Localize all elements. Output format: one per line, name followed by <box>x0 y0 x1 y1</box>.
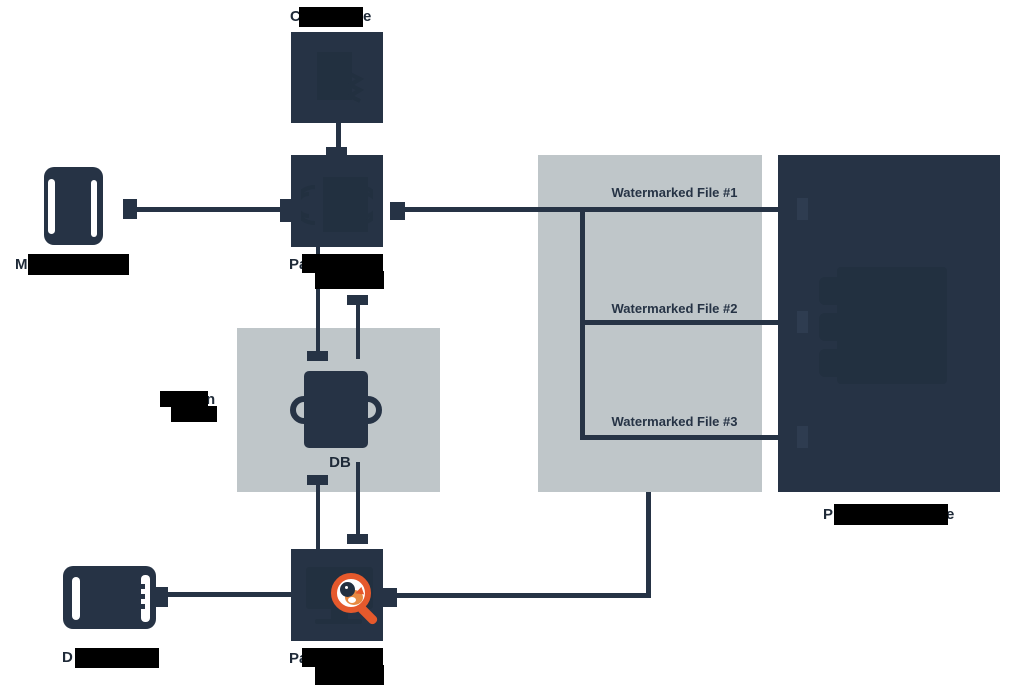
connector-line <box>137 207 281 212</box>
watermarked-file-1-line <box>405 207 797 212</box>
watermarked-file-2-line <box>580 320 797 325</box>
capture-device-label-prefix: D <box>62 649 73 666</box>
connector-cap <box>797 426 808 448</box>
connector-stub <box>155 587 168 607</box>
sound-wave-right-icon <box>358 185 373 225</box>
sound-wave-left-icon <box>301 185 316 225</box>
session-label-suffix: n <box>206 391 216 408</box>
device-vent-tick <box>138 584 145 589</box>
packaged-storage-label-suffix: e <box>946 506 955 523</box>
detector-label-redaction-2 <box>315 665 384 685</box>
device-screen-line <box>48 179 55 234</box>
connector-line <box>168 592 291 597</box>
device-vent-tick <box>138 594 145 599</box>
session-label-redaction-1 <box>160 391 208 407</box>
connector-cap-up <box>347 295 368 305</box>
connector-line <box>356 305 360 359</box>
content-storage-label-suffix: e <box>363 8 372 25</box>
connector-stub <box>390 202 405 220</box>
device-vent-tick <box>138 604 145 609</box>
connector-cap <box>797 198 808 220</box>
mobile-device-label-redaction <box>28 254 129 275</box>
bird-eye <box>345 586 348 589</box>
detection-vertical-line <box>646 492 651 598</box>
connector-tab <box>326 147 347 155</box>
connector-cap-up <box>307 475 328 485</box>
binder-icon <box>837 267 947 384</box>
connector-line <box>316 485 320 549</box>
connector-stub <box>123 199 137 219</box>
packaged-storage-label-prefix: P <box>823 506 834 523</box>
connector-stub <box>383 588 397 607</box>
watermarked-file-3-label: Watermarked File #3 <box>611 414 738 429</box>
database-icon <box>304 371 368 448</box>
detection-horizontal-line <box>397 593 651 598</box>
watermarked-file-1-label: Watermarked File #1 <box>611 185 738 200</box>
monitor-stand-icon <box>331 609 348 619</box>
bird-logo-icon <box>337 579 365 607</box>
db-label: DB <box>329 454 351 471</box>
connector-line <box>356 462 360 534</box>
content-storage-box <box>291 32 383 123</box>
connector-cap-down <box>347 534 368 544</box>
detector-box <box>291 549 383 641</box>
bird-head <box>340 582 355 597</box>
watermarked-file-3-line <box>580 435 797 440</box>
packaged-storage-label-redaction <box>834 504 948 525</box>
packager-box <box>291 155 383 247</box>
packager-label-redaction-1 <box>302 254 383 273</box>
content-storage-label-prefix: C <box>290 8 301 25</box>
watermarked-file-2-label: Watermarked File #2 <box>611 301 738 316</box>
binder-tab-icon <box>819 313 842 341</box>
capture-device-label-redaction <box>75 648 159 668</box>
connector-line <box>316 247 320 351</box>
packager-label-redaction-2 <box>315 271 384 289</box>
mobile-device-icon <box>44 167 103 245</box>
content-storage-label-redaction <box>299 7 363 27</box>
connector-cap-down <box>307 351 328 361</box>
binder-tab-icon <box>819 277 842 305</box>
device-slot-line <box>72 577 80 620</box>
monitor-base-icon <box>315 619 362 624</box>
binder-tab-icon <box>819 349 842 377</box>
file-icon <box>317 52 352 100</box>
mobile-device-label-prefix: M <box>15 256 28 273</box>
detector-label-redaction-1 <box>302 648 383 667</box>
device-vent-line <box>141 575 150 622</box>
connector-cap <box>797 311 808 333</box>
connector-line <box>336 123 341 148</box>
waveform-zigzag-icon <box>347 72 365 103</box>
packaged-storage-box <box>778 155 1000 492</box>
connector-stub <box>280 199 291 222</box>
capture-device-icon <box>63 566 156 629</box>
device-screen-line <box>91 180 97 237</box>
session-label-redaction-2 <box>171 406 217 422</box>
bird-belly <box>348 597 356 603</box>
